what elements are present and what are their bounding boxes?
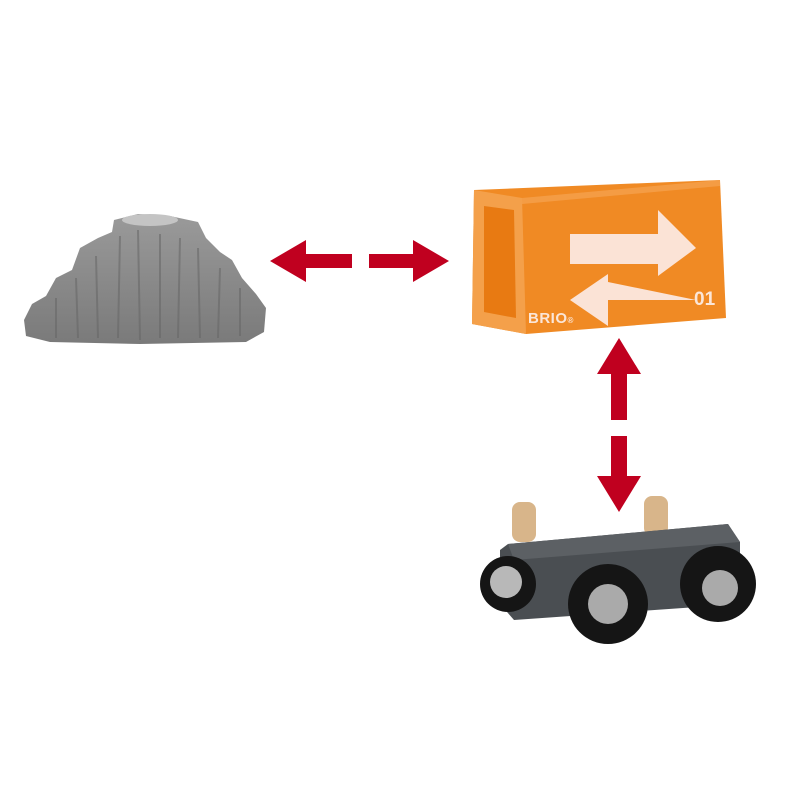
container-number: 01 bbox=[694, 289, 716, 310]
arrow-right-icon bbox=[369, 238, 449, 284]
arrow-up-icon bbox=[597, 338, 641, 420]
rock-cargo bbox=[20, 208, 270, 348]
arrow-down-icon bbox=[597, 436, 641, 512]
arrow-left-icon bbox=[270, 238, 352, 284]
brand-label: BRIO® bbox=[528, 310, 574, 327]
container-cargo bbox=[470, 178, 732, 338]
wagon bbox=[478, 494, 758, 644]
